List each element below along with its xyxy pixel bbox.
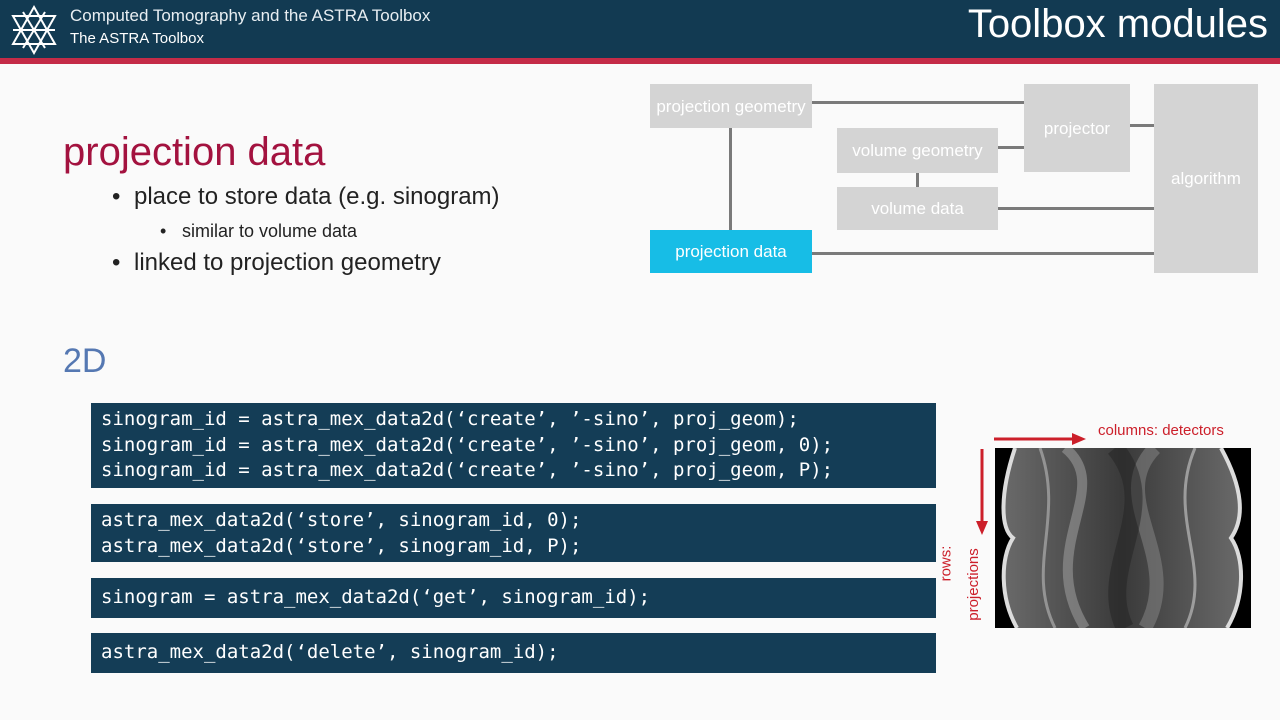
bullet-item: •place to store data (e.g. sinogram) [112, 183, 500, 210]
astra-star-logo-icon [11, 4, 57, 56]
bullet-text: similar to volume data [182, 221, 358, 241]
bullet-text: place to store data (e.g. sinogram) [134, 183, 500, 210]
dimension-label: 2D [63, 342, 107, 380]
code-line: sinogram = astra_mex_data2d(‘get’, sinog… [101, 586, 651, 608]
sinogram-image [995, 448, 1251, 628]
connector-line [729, 128, 732, 230]
rows-arrow-icon [976, 449, 988, 535]
course-title: Computed Tomography and the ASTRA Toolbo… [70, 6, 431, 25]
connector-line [1130, 124, 1154, 127]
projection-data-box: projection data [650, 230, 812, 273]
bullet-item: •linked to projection geometry [112, 249, 441, 276]
rows-label-sub: projections [964, 548, 982, 621]
columns-label: columns: detectors [1098, 422, 1224, 439]
section-title: projection data [63, 130, 326, 174]
volume-geometry-box: volume geometry [837, 128, 998, 173]
algorithm-box: algorithm [1154, 84, 1258, 273]
code-line: sinogram_id = astra_mex_data2d(‘create’,… [101, 433, 834, 456]
code-block-create: sinogram_id = astra_mex_data2d(‘create’,… [91, 403, 936, 488]
code-line: astra_mex_data2d(‘delete’, sinogram_id); [101, 641, 559, 663]
code-line: astra_mex_data2d(‘store’, sinogram_id, P… [101, 534, 582, 557]
connector-line [916, 173, 919, 187]
sub-bullet-item: •similar to volume data [160, 221, 358, 241]
code-line: sinogram_id = astra_mex_data2d(‘create’,… [101, 459, 834, 481]
rows-label: rows: [937, 545, 955, 582]
volume-data-box: volume data [837, 187, 998, 230]
header-accent-stripe [0, 58, 1280, 64]
connector-line [998, 146, 1024, 149]
code-block-store: astra_mex_data2d(‘store’, sinogram_id, 0… [91, 504, 936, 562]
code-line: sinogram_id = astra_mex_data2d(‘create’,… [101, 408, 799, 430]
code-block-delete: astra_mex_data2d(‘delete’, sinogram_id); [91, 633, 936, 673]
projection-geometry-box: projection geometry [650, 84, 812, 128]
projector-box: projector [1024, 84, 1130, 172]
slide-header: Computed Tomography and the ASTRA Toolbo… [0, 0, 1280, 58]
connector-line [812, 101, 1024, 104]
connector-line [812, 252, 1154, 255]
code-block-get: sinogram = astra_mex_data2d(‘get’, sinog… [91, 578, 936, 618]
bullet-text: linked to projection geometry [134, 249, 441, 276]
course-subtitle: The ASTRA Toolbox [70, 30, 204, 47]
connector-line [998, 207, 1154, 210]
code-line: astra_mex_data2d(‘store’, sinogram_id, 0… [101, 509, 582, 531]
columns-arrow-icon [994, 433, 1086, 445]
slide-title: Toolbox modules [967, 2, 1268, 46]
